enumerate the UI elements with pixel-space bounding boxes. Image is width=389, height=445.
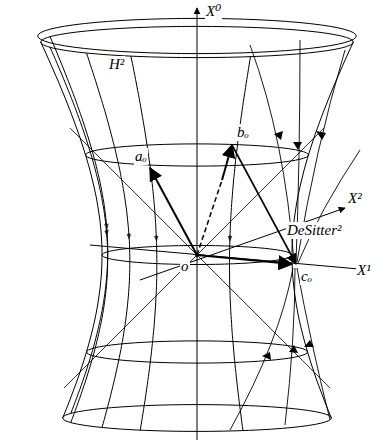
axis-label: H² (108, 56, 125, 73)
axis-label: cₒ (300, 268, 313, 285)
meridian-flow-line (131, 56, 157, 239)
meridian-flow-line (230, 235, 244, 431)
flow-arrowhead (262, 352, 271, 360)
axis-label: bₒ (236, 124, 250, 141)
meridian-flow-line (50, 47, 107, 233)
flow-arrowhead (274, 131, 283, 140)
light-cone-line (70, 128, 330, 388)
vector-c (197, 255, 292, 264)
meridian-flow-line (71, 223, 108, 414)
flow-line (297, 268, 330, 420)
meridian-flow-line (50, 37, 107, 227)
flow-arrowhead (293, 142, 302, 150)
flow-arrowhead (289, 345, 298, 353)
vector-b-dashed (197, 180, 222, 255)
meridian-flow-line (102, 233, 130, 428)
flow-arrowhead (304, 340, 314, 347)
flow-arrowhead (316, 131, 326, 140)
vector-a (150, 168, 197, 255)
meridian-flow-line (87, 53, 130, 237)
x2-axis (140, 208, 345, 280)
flow-line (298, 150, 360, 263)
axis-label: X⁰ (205, 3, 222, 20)
axis-label: aₒ (134, 148, 148, 165)
axis-label: DeSitter² (286, 222, 343, 239)
meridian-flow-line (71, 229, 108, 422)
vector-b (222, 145, 232, 180)
vector-b-to-c (232, 145, 296, 264)
meridian-flow-line (140, 235, 157, 431)
axis-label: X² (347, 190, 363, 207)
axis-label: X¹ (356, 262, 372, 279)
x0-axis (197, 8, 198, 440)
light-cone-line (64, 128, 324, 388)
origin-dot (195, 253, 199, 257)
axis-label: o (180, 258, 190, 275)
flow-line (230, 268, 293, 430)
